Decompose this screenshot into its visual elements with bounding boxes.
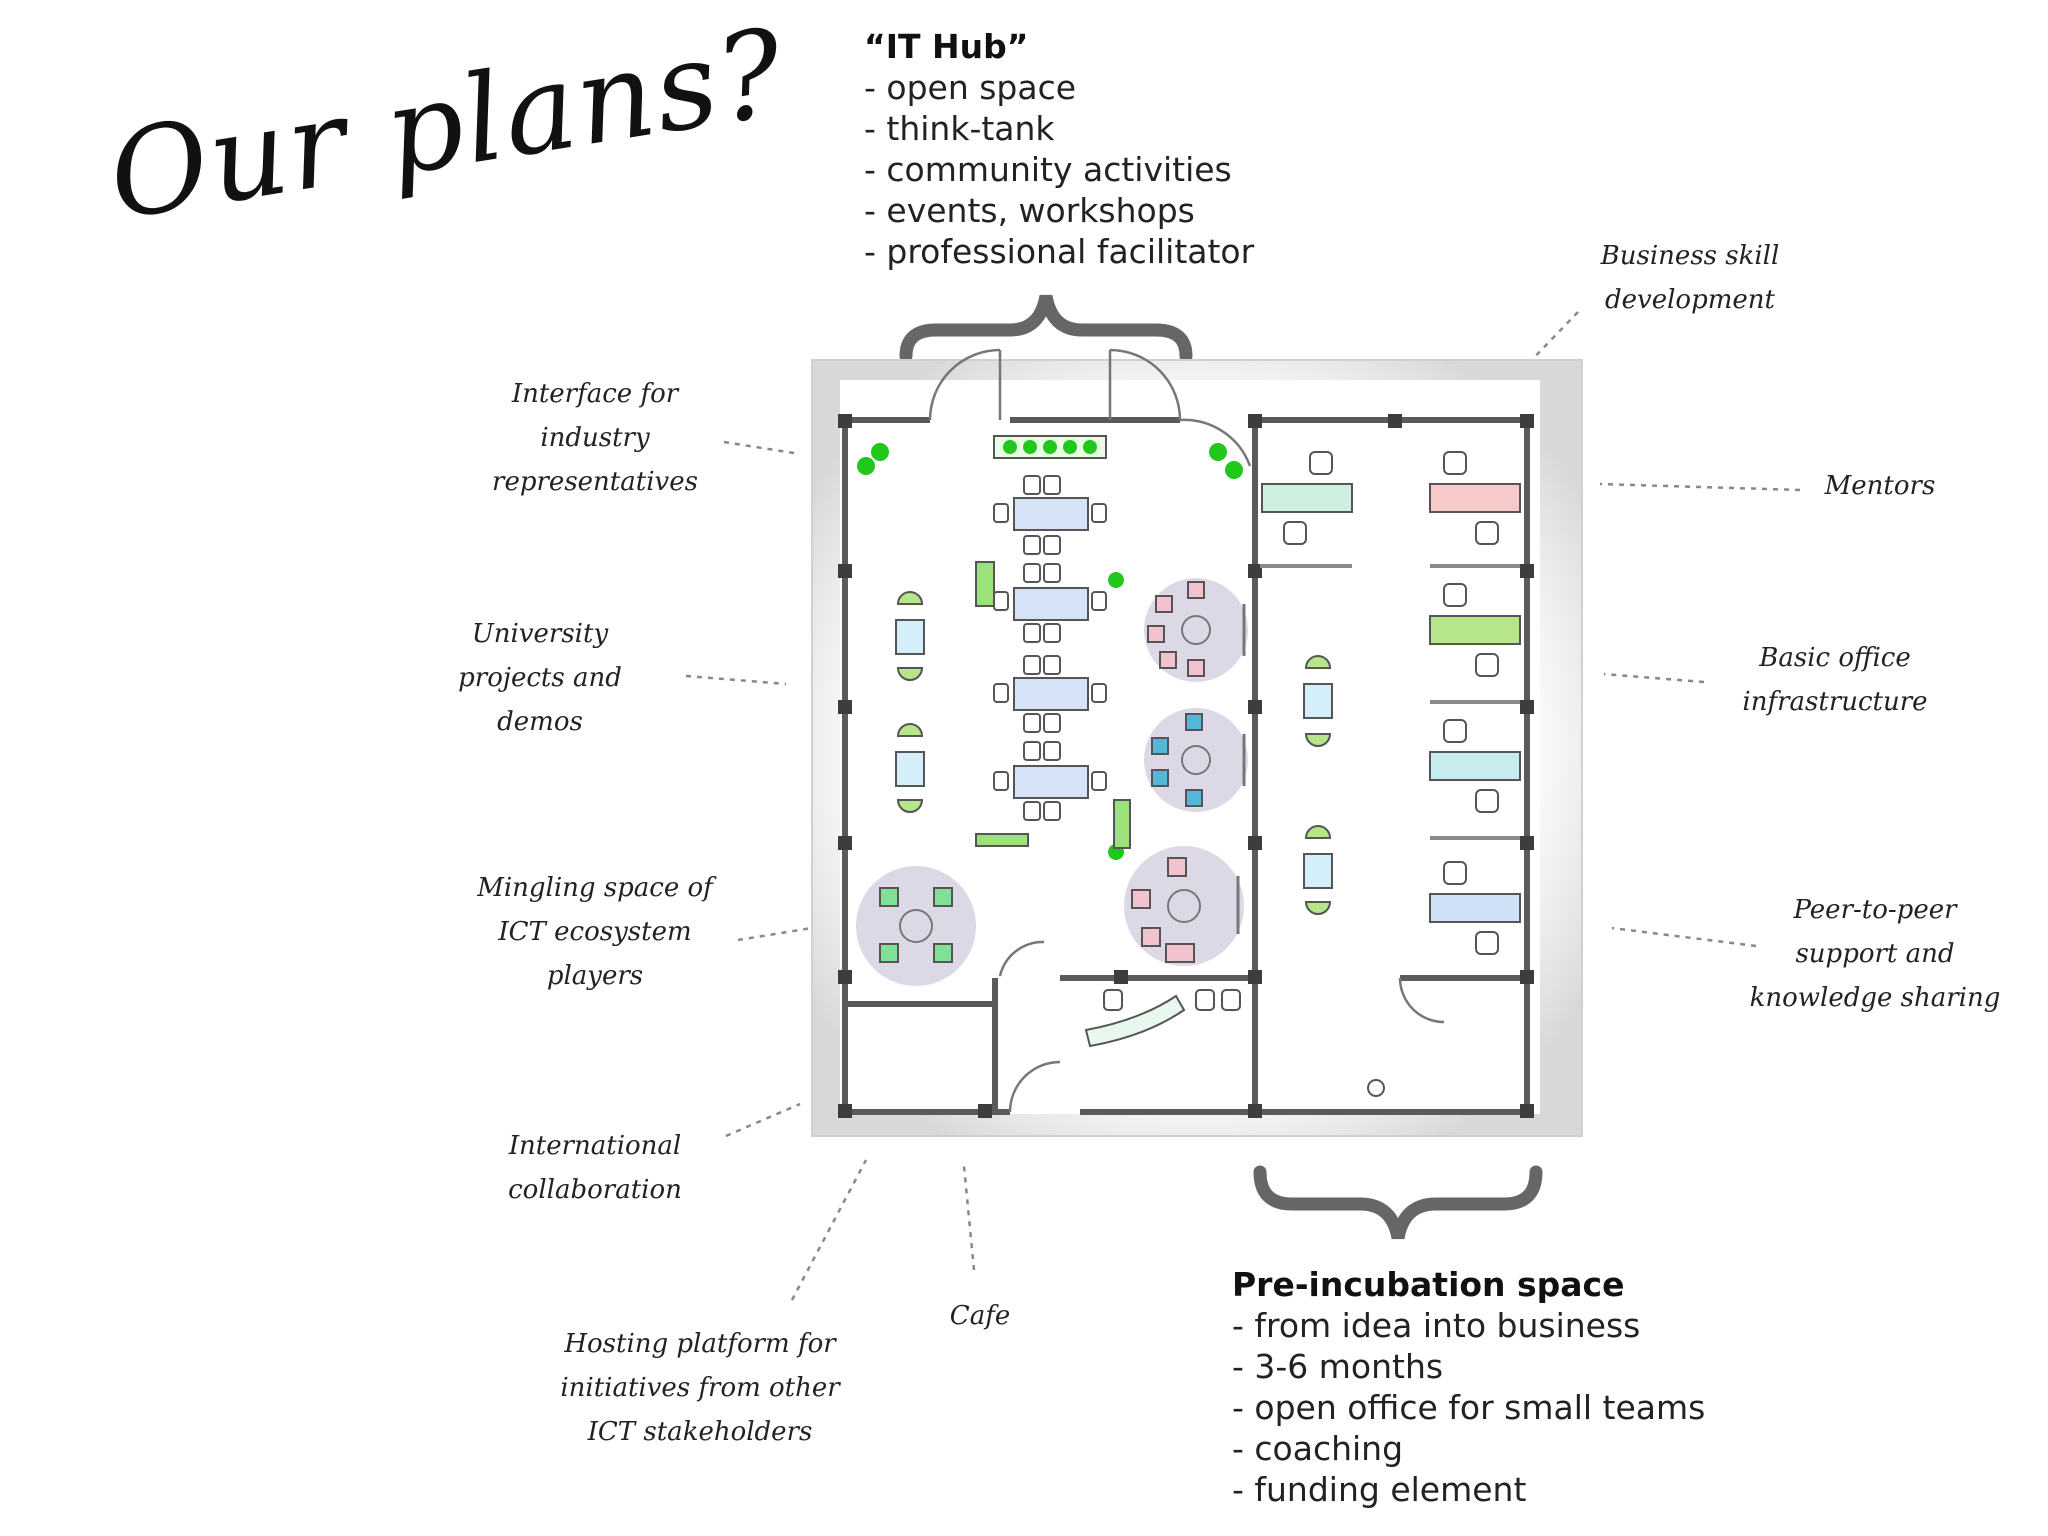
- leader-lines: [685, 311, 1801, 1301]
- pre-incubation-item: - from idea into business: [1232, 1306, 1641, 1345]
- it-hub-item: - community activities: [864, 150, 1232, 189]
- annotation-line: development: [1605, 285, 1775, 315]
- it-hub-item: - think-tank: [864, 109, 1055, 148]
- it-hub-item: - open space: [864, 68, 1077, 107]
- annotation-mentors: Mentors: [1770, 464, 1990, 508]
- annotation-hosting: Hosting platform for initiatives from ot…: [500, 1322, 900, 1454]
- pre-incubation-description: Pre-incubation space - from idea into bu…: [1232, 1264, 1705, 1510]
- pre-incubation-item: - funding element: [1232, 1470, 1527, 1509]
- annotation-line: Mingling space of: [477, 873, 713, 903]
- it-hub-item: - professional facilitator: [864, 232, 1255, 271]
- it-hub-heading: “IT Hub”: [864, 27, 1029, 66]
- plant-icon: [1003, 440, 1097, 454]
- pre-incubation-item: - coaching: [1232, 1429, 1404, 1468]
- annotation-line: initiatives from other: [560, 1373, 840, 1403]
- annotation-basic: Basic office infrastructure: [1690, 636, 1980, 724]
- central-worktables: [993, 475, 1107, 821]
- pre-incubation-heading: Pre-incubation space: [1232, 1265, 1625, 1304]
- annotation-line: support and: [1795, 939, 1955, 969]
- incubation-desks: [1261, 451, 1521, 1097]
- annotation-line: infrastructure: [1742, 687, 1928, 717]
- annotation-mingling: Mingling space of ICT ecosystem players: [430, 866, 760, 998]
- annotation-line: Business skill: [1600, 241, 1780, 271]
- round-tables: [856, 578, 1248, 986]
- annotation-line: Interface for: [511, 379, 679, 409]
- plant-icon: [857, 443, 1243, 860]
- benches: [975, 561, 1131, 849]
- annotation-line: projects and: [458, 663, 622, 693]
- structural-columns: [838, 414, 1534, 1118]
- it-hub-description: “IT Hub” - open space - think-tank - com…: [864, 26, 1254, 272]
- it-hub-item: - events, workshops: [864, 191, 1195, 230]
- annotation-line: ICT stakeholders: [587, 1417, 813, 1447]
- annotation-line: industry: [540, 423, 650, 453]
- annotation-line: knowledge sharing: [1749, 983, 2001, 1013]
- annotation-line: Hosting platform for: [564, 1329, 836, 1359]
- annotation-line: representatives: [492, 467, 698, 497]
- it-hub-brace: [899, 294, 1193, 363]
- annotation-line: Peer-to-peer: [1793, 895, 1957, 925]
- annotation-line: collaboration: [508, 1175, 682, 1205]
- annotation-line: players: [546, 961, 644, 991]
- side-desks-left: [895, 591, 925, 813]
- annotation-line: University: [471, 619, 609, 649]
- annotation-line: demos: [497, 707, 583, 737]
- annotation-line: International: [508, 1131, 682, 1161]
- door-swings: [928, 348, 1445, 1113]
- annotation-university: University projects and demos: [400, 612, 680, 744]
- pre-incubation-brace: [1253, 1165, 1543, 1240]
- annotation-line: ICT ecosystem: [498, 917, 692, 947]
- pre-incubation-item: - open office for small teams: [1232, 1388, 1706, 1427]
- pre-incubation-item: - 3-6 months: [1232, 1347, 1444, 1386]
- annotation-international: International collaboration: [440, 1124, 750, 1212]
- annotation-line: Mentors: [1824, 471, 1936, 501]
- annotation-peer: Peer-to-peer support and knowledge shari…: [1720, 888, 2030, 1020]
- annotation-business: Business skill development: [1540, 234, 1840, 322]
- cafe-counter: [1084, 989, 1241, 1048]
- annotation-line: Basic office: [1759, 643, 1911, 673]
- annotation-line: Cafe: [949, 1301, 1011, 1331]
- office-partitions: [1260, 564, 1520, 840]
- annotation-interface: Interface for industry representatives: [430, 372, 760, 504]
- annotation-cafe: Cafe: [900, 1294, 1060, 1338]
